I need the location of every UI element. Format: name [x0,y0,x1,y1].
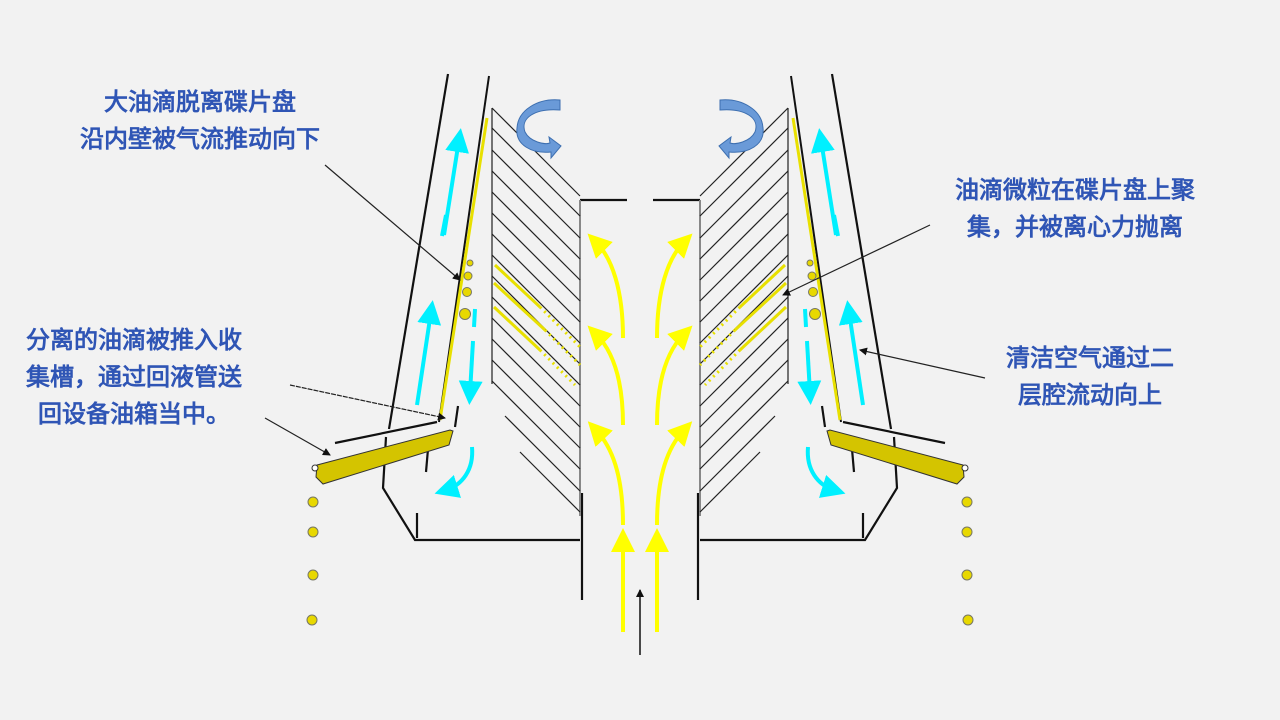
label-disc-coalescing: 油滴微粒在碟片盘上聚 集，并被离心力抛离 [930,172,1220,246]
label-line: 分离的油滴被推入收 [26,326,242,354]
label-large-droplets: 大油滴脱离碟片盘 沿内壁被气流推动向下 [60,84,340,158]
label-line: 层腔流动向上 [1018,381,1162,409]
label-line: 集槽，通过回液管送 [26,363,242,391]
label-line: 集，并被离心力抛离 [967,213,1183,241]
label-collected-oil: 分离的油滴被推入收 集槽，通过回液管送 回设备油箱当中。 [4,322,264,433]
pointer-lines [264,164,986,456]
label-line: 沿内壁被气流推动向下 [80,125,320,153]
label-line: 清洁空气通过二 [1006,344,1174,372]
right-half [653,74,973,632]
label-line: 大油滴脱离碟片盘 [104,88,296,116]
left-half [307,74,627,632]
label-line: 油滴微粒在碟片盘上聚 [955,176,1195,204]
label-clean-air: 清洁空气通过二 层腔流动向上 [985,340,1195,414]
label-line: 回设备油箱当中。 [38,400,230,428]
